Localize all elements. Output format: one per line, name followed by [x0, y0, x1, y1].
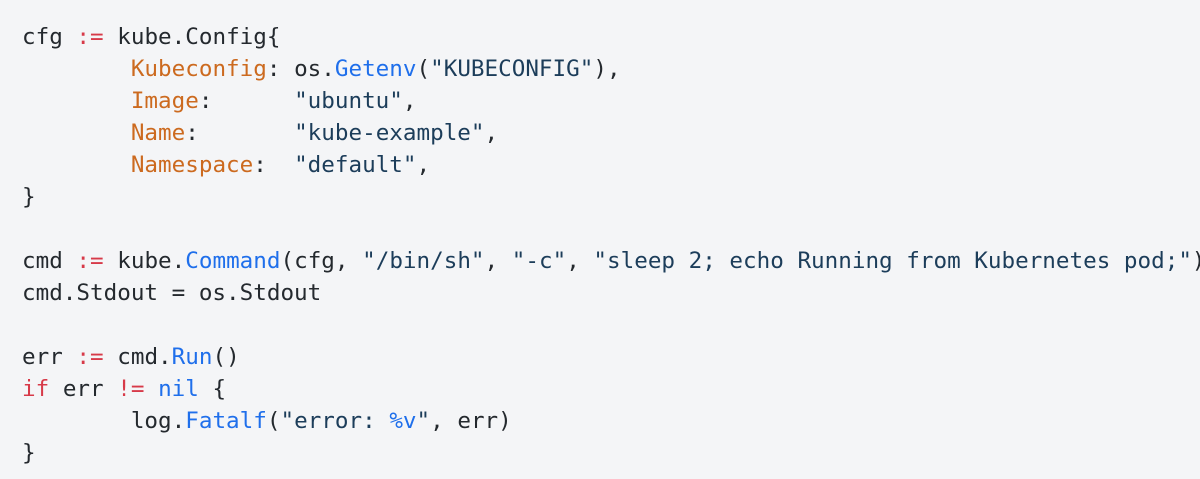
- code-token-field: Name: [130, 120, 186, 146]
- code-token-plain: ): [1192, 248, 1200, 274]
- code-token-plain: log.: [130, 408, 186, 434]
- code-line: Kubeconfig: os.Getenv("KUBECONFIG"),: [22, 53, 1200, 85]
- code-token-plain: [22, 152, 131, 178]
- code-token-plain: kube.Config{: [103, 24, 281, 50]
- code-token-plain: }: [22, 184, 36, 210]
- code-token-kw: if: [22, 376, 50, 402]
- code-line: }: [22, 437, 1200, 469]
- code-token-str: "-c": [511, 248, 567, 274]
- code-token-plain: cmd.Stdout = os.Stdout: [22, 280, 322, 306]
- code-token-plain: [22, 120, 131, 146]
- code-token-plain: ,: [484, 120, 499, 146]
- code-token-plain: ,: [416, 152, 431, 178]
- code-line: err := cmd.Run(): [22, 341, 1200, 373]
- code-token-plain: [22, 56, 131, 82]
- code-token-str: "error:: [280, 408, 390, 434]
- code-line: ​: [22, 309, 1200, 341]
- code-line: Image: "ubuntu",: [22, 85, 1200, 117]
- code-token-op: :=: [76, 24, 104, 50]
- code-token-ident: nil: [158, 376, 199, 402]
- code-token-fn: Fatalf: [185, 408, 267, 434]
- code-token-plain: cfg: [22, 24, 77, 50]
- code-token-field: Namespace: [130, 152, 254, 178]
- code-token-plain: :: [198, 88, 295, 114]
- code-token-plain: }: [22, 440, 36, 466]
- code-token-plain: (): [212, 344, 240, 370]
- code-line: cfg := kube.Config{: [22, 21, 1200, 53]
- code-token-plain: (cfg,: [280, 248, 363, 274]
- code-token-verb: %v: [389, 408, 417, 434]
- code-line: ​: [22, 213, 1200, 245]
- code-line: cmd := kube.Command(cfg, "/bin/sh", "-c"…: [22, 245, 1200, 277]
- code-block[interactable]: cfg := kube.Config{ Kubeconfig: os.Geten…: [22, 21, 1200, 469]
- code-line: Namespace: "default",: [22, 149, 1200, 181]
- code-token-plain: ,: [566, 248, 594, 274]
- code-token-str: "ubuntu": [294, 88, 403, 114]
- code-token-fn: Getenv: [334, 56, 417, 82]
- code-token-plain: [144, 376, 158, 402]
- code-token-plain: err: [49, 376, 118, 402]
- code-token-fn: Run: [171, 344, 213, 370]
- code-token-plain: ,: [484, 248, 512, 274]
- code-token-op: :=: [76, 248, 104, 274]
- code-token-str: "/bin/sh": [362, 248, 485, 274]
- code-token-op: :=: [76, 344, 104, 370]
- code-token-field: Image: [130, 88, 199, 114]
- code-token-str: "sleep 2; echo Running from Kubernetes p…: [593, 248, 1192, 274]
- code-line: log.Fatalf("error: %v", err): [22, 405, 1200, 437]
- code-token-plain: :: [185, 120, 295, 146]
- code-token-str: "KUBECONFIG": [430, 56, 594, 82]
- code-token-op: !=: [117, 376, 145, 402]
- code-token-plain: (: [266, 408, 281, 434]
- code-token-plain: ),: [593, 56, 621, 82]
- code-token-plain: {: [198, 376, 227, 402]
- code-line: cmd.Stdout = os.Stdout: [22, 277, 1200, 309]
- code-token-plain: :: [253, 152, 295, 178]
- code-token-fn: Command: [185, 248, 281, 274]
- code-token-field: Kubeconfig: [130, 56, 267, 82]
- code-token-str: ": [416, 408, 431, 434]
- code-token-plain: [22, 88, 131, 114]
- code-token-plain: kube.: [103, 248, 186, 274]
- code-line: Name: "kube-example",: [22, 117, 1200, 149]
- code-token-plain: cmd: [22, 248, 77, 274]
- code-token-plain: ,: [402, 88, 417, 114]
- code-token-plain: , err): [430, 408, 512, 434]
- code-token-str: "kube-example": [294, 120, 485, 146]
- code-line: if err != nil {: [22, 373, 1200, 405]
- code-token-str: "default": [294, 152, 417, 178]
- code-token-plain: err: [22, 344, 77, 370]
- code-line: }: [22, 181, 1200, 213]
- code-token-plain: cmd.: [103, 344, 172, 370]
- code-token-plain: : os.: [266, 56, 335, 82]
- code-token-plain: (: [416, 56, 431, 82]
- code-token-plain: [22, 408, 131, 434]
